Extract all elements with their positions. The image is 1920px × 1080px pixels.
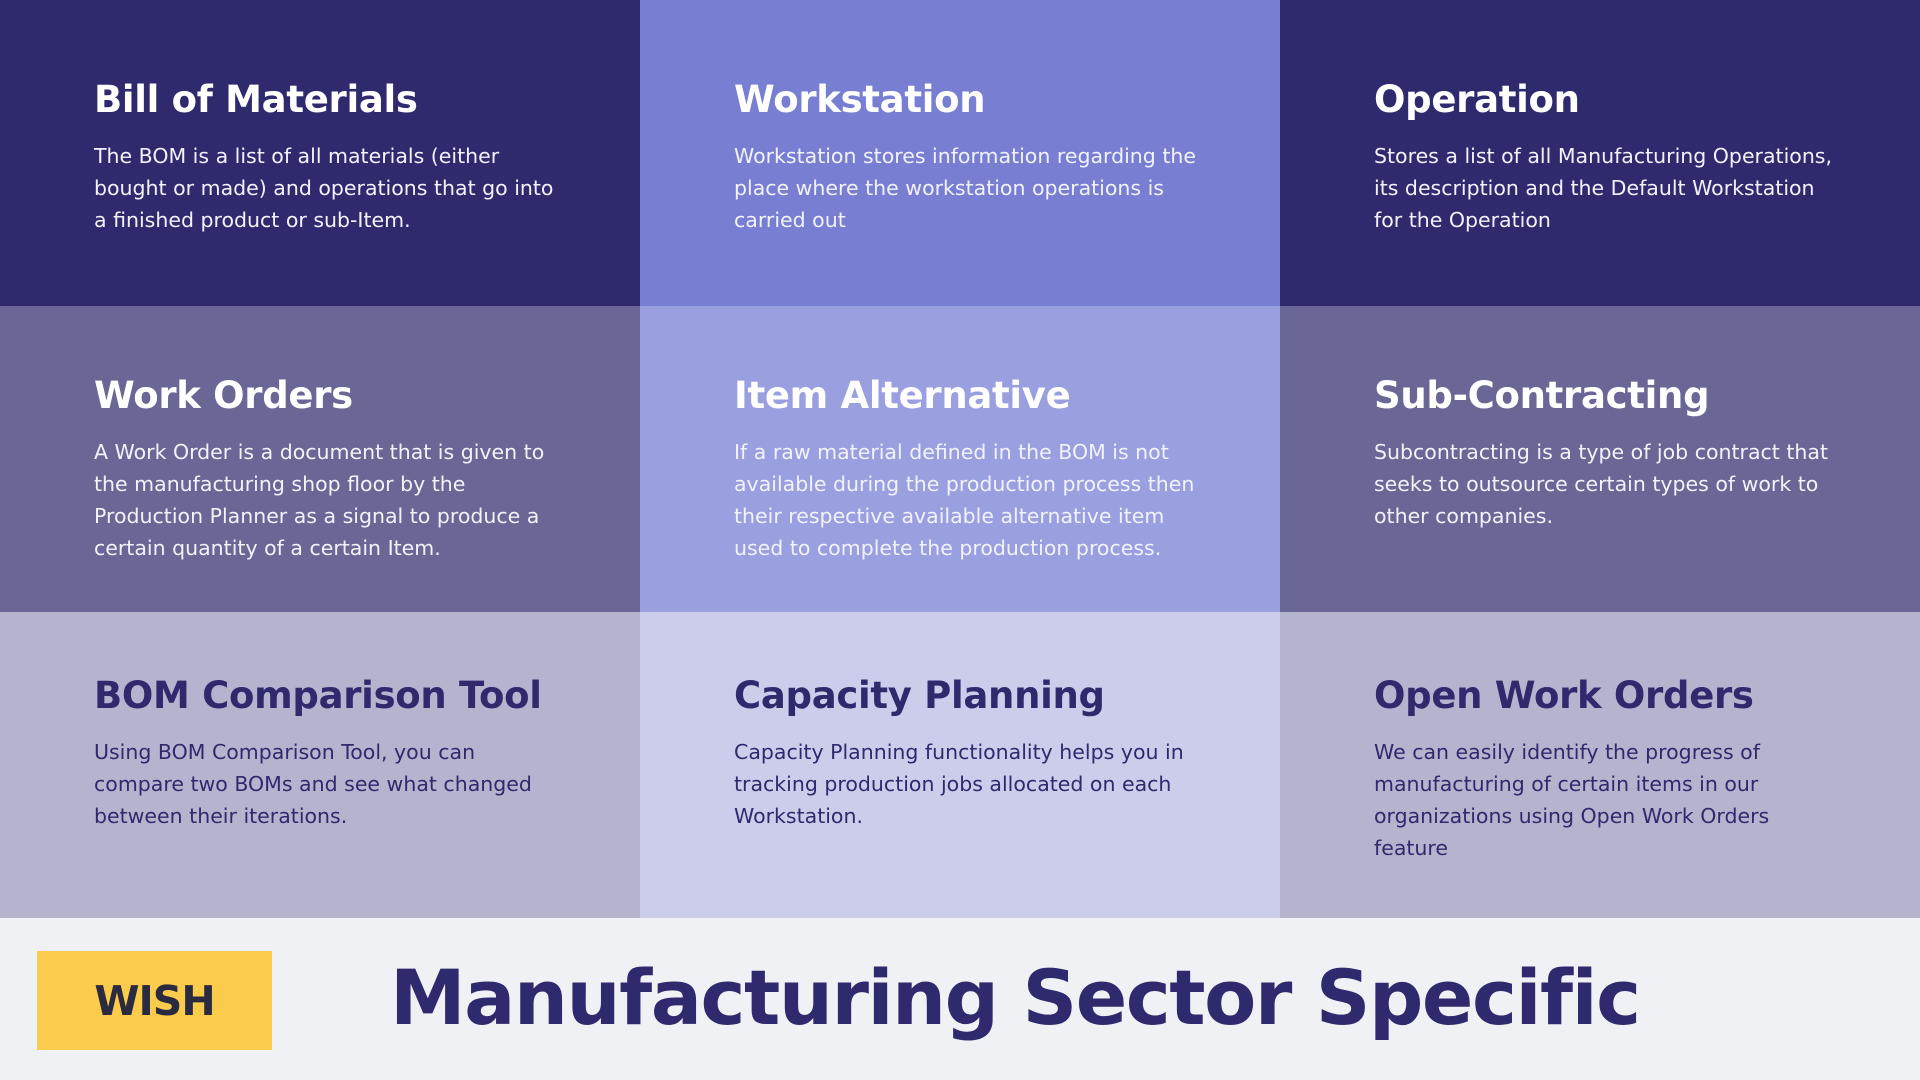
footer-banner: WISH Manufacturing Sector Specific: [0, 918, 1920, 1080]
card-description: Workstation stores information regarding…: [734, 144, 1196, 232]
feature-card-open-work-orders: Open Work Orders We can easily identify …: [1280, 612, 1920, 918]
feature-grid: Bill of Materials The BOM is a list of a…: [0, 0, 1920, 918]
feature-card-sub-contracting: Sub-Contracting Subcontracting is a type…: [1280, 306, 1920, 612]
card-title: Operation: [1374, 78, 1580, 121]
card-title: Capacity Planning: [734, 674, 1105, 717]
card-description: Stores a list of all Manufacturing Opera…: [1374, 144, 1833, 232]
card-description: A Work Order is a document that is given…: [94, 440, 545, 560]
card-title: Sub-Contracting: [1374, 374, 1710, 417]
wish-badge: WISH: [37, 951, 272, 1050]
card-title: Workstation: [734, 78, 986, 121]
feature-card-bom-comparison-tool: BOM Comparison Tool Using BOM Comparison…: [0, 612, 640, 918]
card-description: Capacity Planning functionality helps yo…: [734, 740, 1184, 828]
card-description: Using BOM Comparison Tool, you can compa…: [94, 740, 532, 828]
card-description: We can easily identify the progress of m…: [1374, 740, 1770, 860]
feature-card-work-orders: Work Orders A Work Order is a document t…: [0, 306, 640, 612]
feature-card-bill-of-materials: Bill of Materials The BOM is a list of a…: [0, 0, 640, 306]
card-description: Subcontracting is a type of job contract…: [1374, 440, 1828, 528]
card-title: Work Orders: [94, 374, 353, 417]
card-title: Bill of Materials: [94, 78, 418, 121]
feature-card-capacity-planning: Capacity Planning Capacity Planning func…: [640, 612, 1280, 918]
card-title: Open Work Orders: [1374, 674, 1754, 717]
card-description: The BOM is a list of all materials (eith…: [94, 144, 554, 232]
card-title: BOM Comparison Tool: [94, 674, 542, 717]
page-title: Manufacturing Sector Specific: [390, 953, 1641, 1042]
badge-label: WISH: [94, 976, 215, 1025]
card-description: If a raw material defined in the BOM is …: [734, 440, 1195, 560]
feature-card-workstation: Workstation Workstation stores informati…: [640, 0, 1280, 306]
feature-card-operation: Operation Stores a list of all Manufactu…: [1280, 0, 1920, 306]
card-title: Item Alternative: [734, 374, 1071, 417]
feature-card-item-alternative: Item Alternative If a raw material defin…: [640, 306, 1280, 612]
